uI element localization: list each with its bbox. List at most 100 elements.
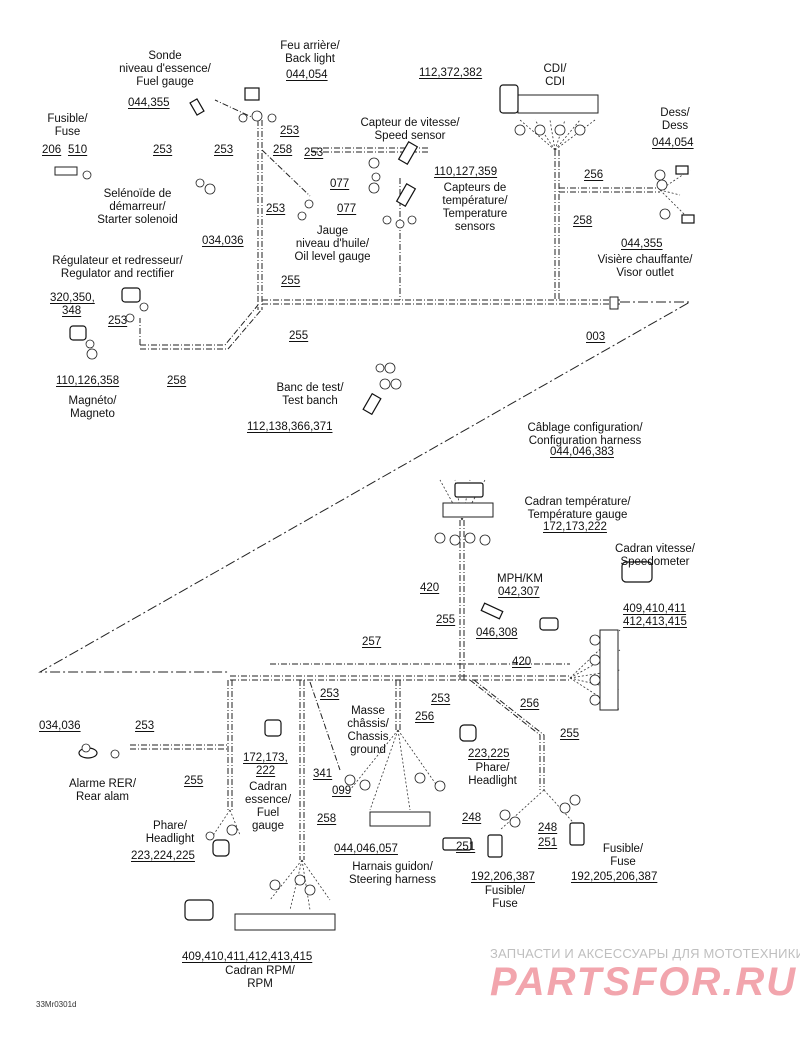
dess-parts[interactable]: 044,054 xyxy=(652,137,694,149)
harness-ref-420[interactable]: 420 xyxy=(512,656,532,668)
temp-gauge-label: Cadran température/ Température gauge xyxy=(524,496,631,521)
fuse-left-parts[interactable]: 192,206,387 xyxy=(471,871,535,883)
harness-ref-255[interactable]: 255 xyxy=(560,728,580,740)
chassis-ground-parts-b[interactable]: 099 xyxy=(332,785,352,797)
fuse-left-label: Fusible/ Fuse xyxy=(484,885,526,910)
starter-solenoid-label: Selénoïde de démarreur/ Starter solenoid xyxy=(97,188,178,226)
mph-switch-shape xyxy=(480,602,504,620)
config-connector xyxy=(442,502,494,518)
harness-ref-255[interactable]: 255 xyxy=(436,614,456,626)
temp-sensor-shape xyxy=(395,183,417,207)
oil-level-label: Jauge niveau d'huile/ Oil level gauge xyxy=(294,225,371,263)
chassis-ground-parts-a[interactable]: 341 xyxy=(313,768,333,780)
rpm-label: Cadran RPM/ RPM xyxy=(225,965,295,990)
config-harness-shape xyxy=(454,482,484,498)
harness-ref-003[interactable]: 003 xyxy=(586,331,606,343)
speedometer-connector xyxy=(599,629,619,711)
config-harness-label: Câblage configuration/ Configuration har… xyxy=(527,422,643,447)
fuse-top-parts-b[interactable]: 510 xyxy=(68,144,88,156)
headlight-center-parts[interactable]: 223,225 xyxy=(468,748,510,760)
config-harness-parts[interactable]: 044,046,383 xyxy=(550,446,614,458)
headlight-center-label: Phare/ Headlight xyxy=(468,762,517,787)
mph-km-parts[interactable]: 042,307 xyxy=(498,586,540,598)
dess-label: Dess/ Dess xyxy=(660,107,690,132)
rpm-parts[interactable]: 409,410,411,412,413,415 xyxy=(182,951,313,963)
regulator-parts-a[interactable]: 320,350, xyxy=(50,292,95,304)
regulator-parts-b[interactable]: 348 xyxy=(62,305,82,317)
fuel-sender-shape xyxy=(189,98,205,116)
harness-ref-256[interactable]: 256 xyxy=(584,169,604,181)
headlight-left-shape xyxy=(212,839,230,857)
test-bench-label: Banc de test/ Test banch xyxy=(276,382,344,407)
visor-label: Visière chauffante/ Visor outlet xyxy=(597,254,693,279)
harness-ref-255[interactable]: 255 xyxy=(281,275,301,287)
harness-ref-258[interactable]: 258 xyxy=(573,215,593,227)
harness-ref-258[interactable]: 258 xyxy=(273,144,293,156)
fuse-right-parts[interactable]: 192,205,206,387 xyxy=(571,871,658,883)
rear-alarm-label: Alarme RER/ Rear alam xyxy=(68,778,137,803)
harness-ref-253[interactable]: 253 xyxy=(304,147,324,159)
temp-sensors-parts[interactable]: 110,127,359 xyxy=(434,166,498,178)
harness-ref-256[interactable]: 256 xyxy=(520,698,540,710)
temp-sensors-label: Capteurs de température/ Temperature sen… xyxy=(442,182,508,233)
fuse-left-ref-248[interactable]: 248 xyxy=(462,812,482,824)
speedometer-parts-a[interactable]: 409,410,411 xyxy=(623,603,687,615)
visor-shape xyxy=(681,214,695,224)
fuse-top-label: Fusible/ Fuse xyxy=(47,113,88,138)
harness-ref-253[interactable]: 253 xyxy=(320,688,340,700)
fuse-right-ref-251[interactable]: 251 xyxy=(538,837,558,849)
fuse-left-ref-251[interactable]: 251 xyxy=(456,841,476,853)
fuel-dial-parts-a[interactable]: 172,173, xyxy=(243,752,288,764)
oil-level-parts-b[interactable]: 077 xyxy=(337,203,357,215)
back-light-parts[interactable]: 044,054 xyxy=(286,69,328,81)
cdi-parts[interactable]: 112,372,382 xyxy=(419,67,483,79)
steering-parts[interactable]: 044,046,057 xyxy=(334,843,398,855)
temp-gauge-parts[interactable]: 172,173,222 xyxy=(543,521,607,533)
harness-ref-255[interactable]: 255 xyxy=(184,775,204,787)
mph-km-label: MPH/KM xyxy=(497,573,543,585)
visor-parts[interactable]: 044,355 xyxy=(621,238,663,250)
test-bench-shape xyxy=(362,392,382,416)
harness-ref-253[interactable]: 253 xyxy=(135,720,155,732)
harness-ref-256[interactable]: 256 xyxy=(415,711,435,723)
magneto-parts[interactable]: 110,126,358 xyxy=(56,375,120,387)
harness-ref-253[interactable]: 253 xyxy=(266,203,286,215)
speedometer-parts-b[interactable]: 412,413,415 xyxy=(623,616,687,628)
switch-parts[interactable]: 046,308 xyxy=(476,627,518,639)
rpm-connector xyxy=(234,913,336,931)
oil-level-parts-a[interactable]: 077 xyxy=(330,178,350,190)
fuel-dial-parts-b[interactable]: 222 xyxy=(256,765,276,777)
cdi-connector xyxy=(517,94,599,114)
fuse-right-shape xyxy=(569,822,585,846)
watermark-tagline: ЗАПЧАСТИ И АКСЕССУАРЫ ДЛЯ МОТОТЕХНИКИ xyxy=(490,946,800,961)
steering-label: Harnais guidon/ Steering harness xyxy=(349,861,436,886)
harness-ref-258[interactable]: 258 xyxy=(167,375,187,387)
harness-ref-253[interactable]: 253 xyxy=(431,693,451,705)
harness-ref-253[interactable]: 253 xyxy=(280,125,300,137)
harness-ref-255[interactable]: 255 xyxy=(289,330,309,342)
harness-reg xyxy=(140,304,259,346)
speedometer-label: Cadran vitesse/ Speedometer xyxy=(615,543,695,568)
fuse-top-parts-a[interactable]: 206 xyxy=(42,144,62,156)
harness-ref-257[interactable]: 257 xyxy=(362,636,382,648)
rpm-shape xyxy=(184,899,214,921)
rear-alarm-parts[interactable]: 034,036 xyxy=(39,720,81,732)
steering-shape xyxy=(442,837,472,851)
headlight-left-parts[interactable]: 223,224,225 xyxy=(131,850,195,862)
figure-code: 33Mr0301d xyxy=(36,1000,77,1009)
temp-gauge-shape xyxy=(539,617,559,631)
test-bench-parts[interactable]: 112,138,366,371 xyxy=(247,421,333,433)
starter-solenoid-parts[interactable]: 034,036 xyxy=(202,235,244,247)
fuse-right-ref-248[interactable]: 248 xyxy=(538,822,558,834)
harness-ref-253[interactable]: 253 xyxy=(153,144,173,156)
speed-sensor-label: Capteur de vitesse/ Speed sensor xyxy=(360,117,460,142)
harness-ref-253[interactable]: 253 xyxy=(214,144,234,156)
harness-ref-420[interactable]: 420 xyxy=(420,582,440,594)
regulator-shape xyxy=(121,287,141,303)
fuel-gauge-sender-parts[interactable]: 044,355 xyxy=(128,97,170,109)
harness-ref-258[interactable]: 258 xyxy=(317,813,337,825)
harness-ref-253[interactable]: 253 xyxy=(108,315,128,327)
regulator-label: Régulateur et redresseur/ Regulator and … xyxy=(52,255,183,280)
magneto-label: Magnéto/ Magneto xyxy=(68,395,117,420)
